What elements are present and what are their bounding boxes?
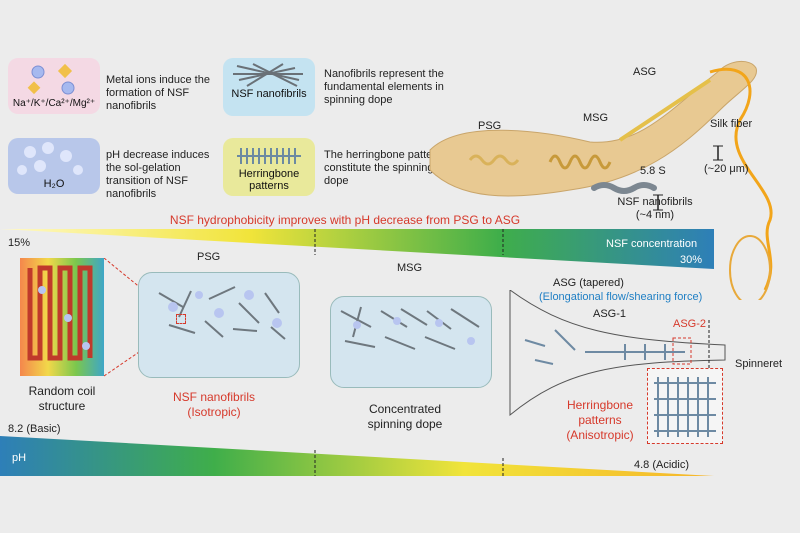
- nsf-nanofibrils-description: Nanofibrils represent the fundamental el…: [324, 68, 444, 106]
- herringbone-description: The herringbone patterns constitute the …: [324, 149, 448, 187]
- zoom-box: [176, 314, 186, 324]
- ph-water-tile: H₂O: [8, 138, 100, 194]
- ph-end-label: 4.8 (Acidic): [634, 459, 690, 471]
- nanofibrils-icon: [233, 63, 303, 87]
- silk-gland-illustration: [429, 61, 773, 300]
- nsf-isotropic-caption: NSF nanofibrils (Isotropic): [172, 390, 256, 419]
- herringbone-anisotropic-caption: Herringbone patterns (Anisotropic): [566, 398, 634, 442]
- herringbone-label: Herringbone patterns: [238, 168, 300, 192]
- random-coil-icon: [27, 265, 93, 361]
- metal-ions-tile: Na⁺/K⁺/Ca²⁺/Mg²⁺: [8, 58, 100, 114]
- metal-ions-icon: [27, 63, 75, 95]
- psg-section-label: PSG: [197, 251, 221, 263]
- nsf-nanofibrils-label: NSF nanofibrils: [231, 88, 307, 100]
- msg-section-label: MSG: [397, 262, 423, 274]
- asg2-label: ASG-2: [673, 318, 707, 330]
- metal-ions-description: Metal ions induce the formation of NSF n…: [106, 74, 210, 112]
- concentration-start: 15%: [8, 237, 31, 249]
- fiber-diameter-label: (~20 μm): [704, 163, 749, 175]
- herringbone-zoom: [647, 368, 723, 444]
- water-molecules-icon: [17, 142, 83, 175]
- asg-section-label: ASG (tapered): [553, 277, 624, 289]
- psg-cylinder: [138, 272, 300, 378]
- silk-fiber-label: Silk fiber: [710, 118, 753, 130]
- concentrated-fibrils-icon: [340, 306, 480, 350]
- metal-ions-label: Na⁺/K⁺/Ca²⁺/Mg²⁺: [12, 98, 96, 109]
- msg-cylinder: [330, 296, 492, 388]
- nanofibril-size-label: (~4 nm): [635, 209, 675, 221]
- asg-taper: [509, 290, 726, 417]
- herringbone-zoom-icon: [654, 377, 716, 437]
- concentration-label: NSF concentration: [606, 238, 698, 250]
- gland-asg-label: ASG: [633, 66, 657, 78]
- herringbone-icon: [237, 148, 301, 164]
- ph-bar: [0, 436, 714, 476]
- asg1-label: ASG-1: [593, 308, 627, 320]
- ph-label: pH: [12, 452, 27, 464]
- nsf-nanofibrils-tile: NSF nanofibrils: [223, 58, 315, 116]
- gland-msg-label: MSG: [583, 112, 609, 124]
- herringbone-tile: Herringbone patterns: [223, 138, 315, 196]
- silk-fiber-line: [709, 67, 773, 291]
- concentrated-dope-caption: Concentrated spinning dope: [367, 402, 443, 431]
- gland-psg-label: PSG: [478, 120, 502, 132]
- isotropic-fibrils-icon: [158, 286, 286, 340]
- ph-water-description: pH decrease induces the sol-gelation tra…: [106, 149, 210, 200]
- random-coil-panel: [20, 258, 104, 376]
- concentration-bar: [0, 229, 714, 269]
- ph-start-label: 8.2 (Basic): [8, 423, 61, 435]
- concentration-end: 30%: [680, 254, 703, 266]
- nanofibril-caption: NSF nanofibrils: [617, 196, 693, 208]
- nanofibril-strand: [591, 182, 657, 194]
- hydrophobicity-note: NSF hydrophobicity improves with pH decr…: [169, 213, 521, 227]
- flow-label: (Elongational flow/shearing force): [539, 291, 703, 303]
- spinneret-label: Spinneret: [735, 358, 783, 370]
- water-label: H₂O: [43, 178, 65, 190]
- sedimentation-label: 5.8 S: [640, 165, 666, 177]
- random-coil-caption: Random coil structure: [28, 384, 96, 413]
